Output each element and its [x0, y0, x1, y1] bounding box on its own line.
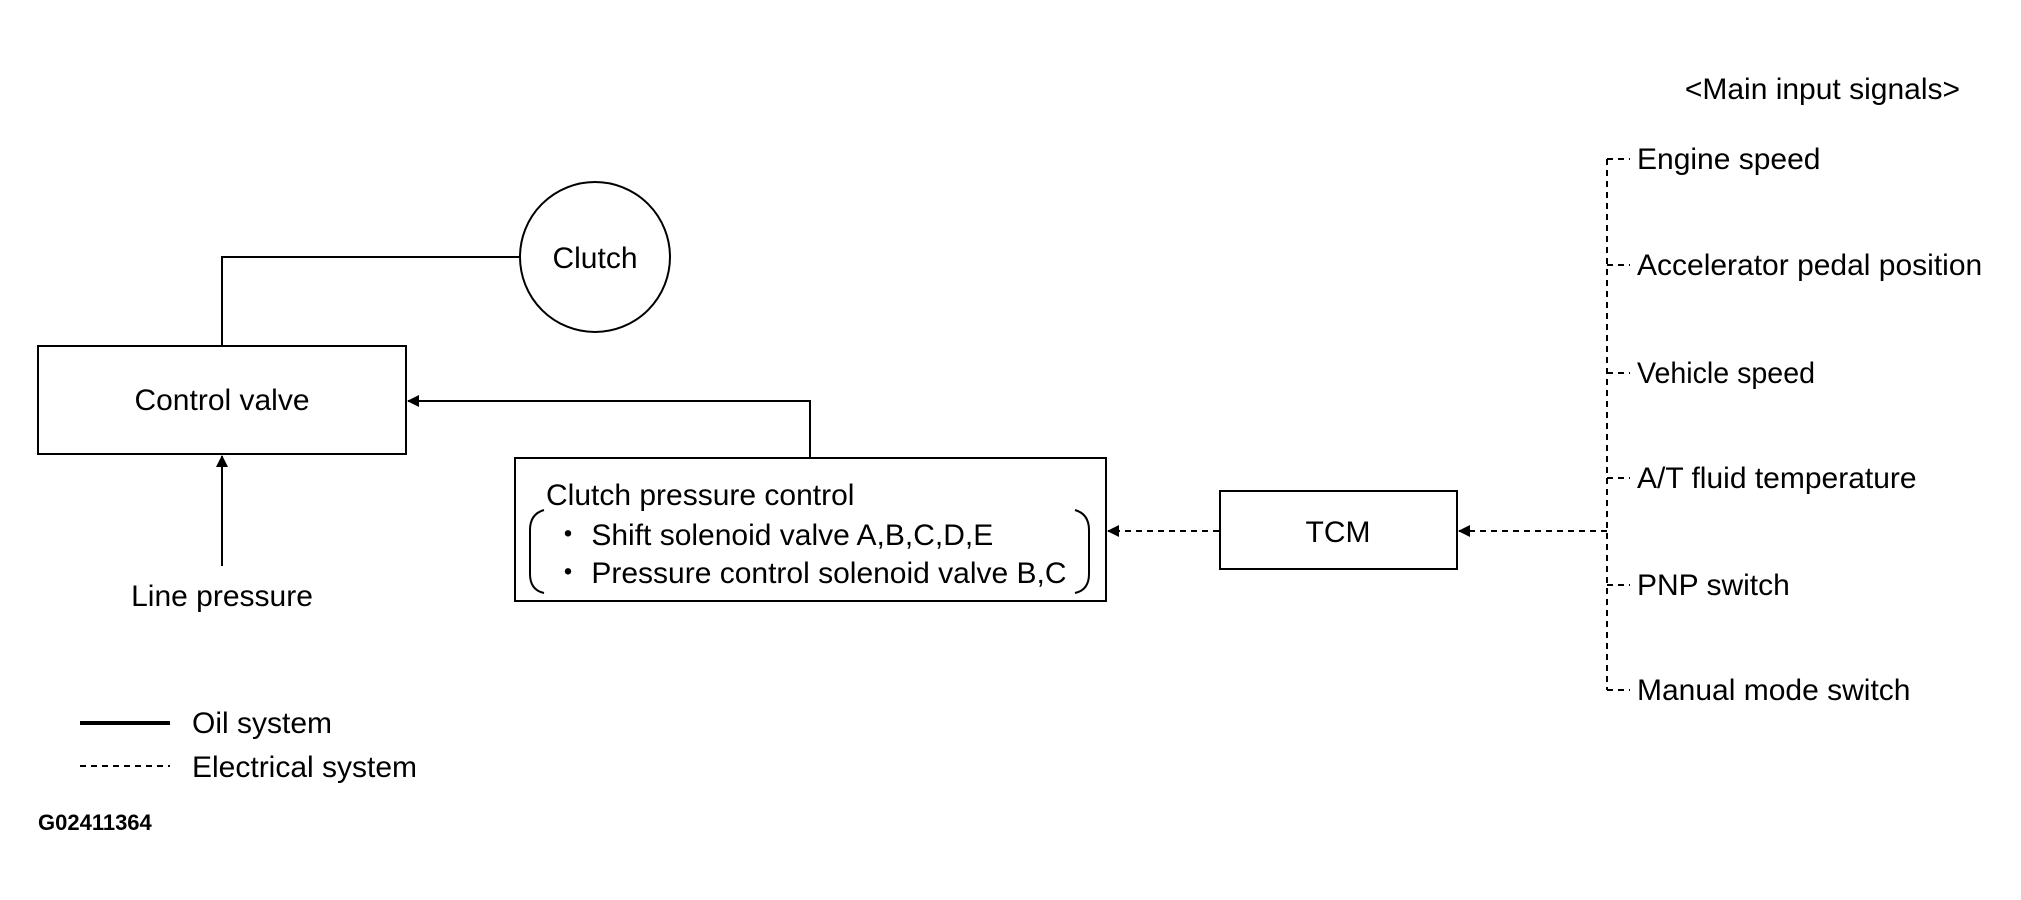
main-input-signals-title: <Main input signals>	[1685, 73, 1960, 106]
control-valve-box	[37, 345, 407, 455]
signal-at-fluid-temperature: A/T fluid temperature	[1637, 462, 1917, 495]
oil-line-clutch	[221, 256, 520, 346]
signal-engine-speed: Engine speed	[1637, 143, 1821, 176]
control-valve-label: Control valve	[134, 384, 309, 417]
clutch-pressure-control-box	[514, 457, 1107, 602]
figure-code: G02411364	[38, 810, 153, 835]
tcm-label: TCM	[1306, 516, 1371, 549]
signal-pnp-switch: PNP switch	[1637, 569, 1790, 602]
legend-electrical-label: Electrical system	[192, 751, 417, 784]
signal-vehicle-speed: Vehicle speed	[1637, 357, 1815, 390]
clutch-pressure-control-title: Clutch pressure control	[546, 479, 854, 512]
shift-solenoid-valve-item: ・ Shift solenoid valve A,B,C,D,E	[553, 519, 993, 552]
legend-oil-label: Oil system	[192, 707, 332, 740]
signal-accelerator-pedal-position: Accelerator pedal position	[1637, 249, 1982, 282]
pressure-control-solenoid-item: ・ Pressure control solenoid valve B,C	[553, 557, 1067, 590]
oil-line-control-valve	[407, 395, 811, 458]
clutch-label: Clutch	[552, 242, 637, 275]
right-bracket	[1074, 509, 1090, 594]
signal-manual-mode-switch: Manual mode switch	[1637, 674, 1910, 707]
line-pressure-label: Line pressure	[131, 580, 313, 613]
tcm-box	[1219, 490, 1458, 570]
left-bracket	[529, 509, 545, 594]
